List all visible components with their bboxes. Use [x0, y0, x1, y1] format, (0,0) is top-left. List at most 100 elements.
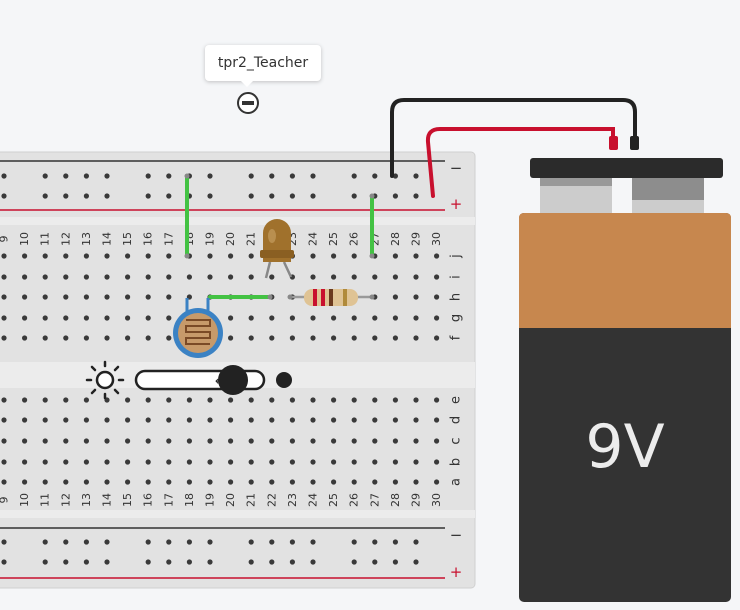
rail-hole[interactable]	[63, 559, 69, 565]
breadboard-hole[interactable]	[310, 417, 316, 423]
rail-hole[interactable]	[207, 173, 213, 179]
rail-hole[interactable]	[392, 559, 398, 565]
breadboard-hole[interactable]	[42, 417, 48, 423]
breadboard-hole[interactable]	[22, 459, 28, 465]
rail-hole[interactable]	[372, 559, 378, 565]
rail-hole[interactable]	[248, 193, 254, 199]
rail-hole[interactable]	[145, 539, 151, 545]
battery-wires[interactable]	[390, 98, 637, 198]
breadboard-hole[interactable]	[372, 274, 378, 280]
breadboard-hole[interactable]	[83, 459, 89, 465]
breadboard-hole[interactable]	[125, 417, 131, 423]
breadboard-hole[interactable]	[125, 274, 131, 280]
breadboard-hole[interactable]	[269, 459, 275, 465]
rail-hole[interactable]	[104, 193, 110, 199]
rail-hole[interactable]	[413, 559, 419, 565]
rail-hole[interactable]	[413, 193, 419, 199]
breadboard-hole[interactable]	[331, 438, 337, 444]
breadboard-hole[interactable]	[392, 459, 398, 465]
breadboard-hole[interactable]	[63, 315, 69, 321]
breadboard-hole[interactable]	[207, 438, 213, 444]
rail-hole[interactable]	[413, 173, 419, 179]
rail-hole[interactable]	[166, 193, 172, 199]
breadboard-hole[interactable]	[145, 253, 151, 259]
breadboard-hole[interactable]	[1, 274, 7, 280]
breadboard-hole[interactable]	[289, 459, 295, 465]
breadboard-hole[interactable]	[392, 315, 398, 321]
rail-hole[interactable]	[83, 539, 89, 545]
breadboard-hole[interactable]	[269, 274, 275, 280]
rail-hole[interactable]	[207, 539, 213, 545]
rail-hole[interactable]	[186, 559, 192, 565]
breadboard-hole[interactable]	[351, 253, 357, 259]
breadboard-hole[interactable]	[248, 459, 254, 465]
rail-hole[interactable]	[392, 539, 398, 545]
breadboard-hole[interactable]	[104, 479, 110, 485]
breadboard-hole[interactable]	[166, 417, 172, 423]
breadboard-hole[interactable]	[331, 274, 337, 280]
breadboard-hole[interactable]	[413, 479, 419, 485]
breadboard-hole[interactable]	[207, 459, 213, 465]
breadboard-hole[interactable]	[269, 397, 275, 403]
breadboard-hole[interactable]	[22, 479, 28, 485]
breadboard-hole[interactable]	[145, 417, 151, 423]
rail-hole[interactable]	[145, 559, 151, 565]
breadboard-hole[interactable]	[104, 253, 110, 259]
breadboard-hole[interactable]	[125, 397, 131, 403]
breadboard-hole[interactable]	[145, 438, 151, 444]
breadboard-hole[interactable]	[310, 397, 316, 403]
breadboard-hole[interactable]	[413, 397, 419, 403]
breadboard-hole[interactable]	[392, 253, 398, 259]
rail-hole[interactable]	[269, 173, 275, 179]
slider-thumb[interactable]	[218, 365, 248, 395]
breadboard-hole[interactable]	[269, 335, 275, 341]
rail-hole[interactable]	[145, 173, 151, 179]
breadboard-hole[interactable]	[248, 315, 254, 321]
rail-hole[interactable]	[289, 539, 295, 545]
rail-hole[interactable]	[104, 539, 110, 545]
rail-hole[interactable]	[351, 539, 357, 545]
breadboard-hole[interactable]	[434, 438, 440, 444]
breadboard-hole[interactable]	[372, 479, 378, 485]
breadboard-hole[interactable]	[83, 274, 89, 280]
rail-hole[interactable]	[83, 193, 89, 199]
breadboard-hole[interactable]	[83, 397, 89, 403]
breadboard-hole[interactable]	[372, 397, 378, 403]
breadboard-hole[interactable]	[331, 397, 337, 403]
breadboard-hole[interactable]	[372, 417, 378, 423]
breadboard-hole[interactable]	[392, 397, 398, 403]
rail-hole[interactable]	[310, 539, 316, 545]
breadboard-hole[interactable]	[125, 459, 131, 465]
breadboard-hole[interactable]	[434, 459, 440, 465]
breadboard-hole[interactable]	[83, 438, 89, 444]
breadboard-hole[interactable]	[248, 274, 254, 280]
rail-hole[interactable]	[186, 539, 192, 545]
breadboard-hole[interactable]	[145, 459, 151, 465]
breadboard-hole[interactable]	[228, 274, 234, 280]
breadboard-hole[interactable]	[1, 335, 7, 341]
breadboard-hole[interactable]	[186, 438, 192, 444]
resistor[interactable]	[287, 289, 375, 306]
breadboard-hole[interactable]	[207, 479, 213, 485]
breadboard-holes[interactable]	[1, 173, 440, 565]
breadboard-hole[interactable]	[186, 479, 192, 485]
breadboard-hole[interactable]	[289, 397, 295, 403]
breadboard-hole[interactable]	[228, 253, 234, 259]
rail-hole[interactable]	[310, 173, 316, 179]
breadboard-hole[interactable]	[1, 294, 7, 300]
breadboard-hole[interactable]	[125, 253, 131, 259]
rail-hole[interactable]	[351, 193, 357, 199]
rail-hole[interactable]	[42, 173, 48, 179]
breadboard-hole[interactable]	[372, 335, 378, 341]
breadboard-hole[interactable]	[351, 417, 357, 423]
breadboard-hole[interactable]	[310, 335, 316, 341]
rail-hole[interactable]	[269, 559, 275, 565]
rail-hole[interactable]	[392, 193, 398, 199]
breadboard-hole[interactable]	[22, 315, 28, 321]
breadboard-hole[interactable]	[289, 417, 295, 423]
breadboard-hole[interactable]	[104, 294, 110, 300]
rail-hole[interactable]	[63, 193, 69, 199]
breadboard-hole[interactable]	[186, 417, 192, 423]
breadboard-hole[interactable]	[289, 479, 295, 485]
